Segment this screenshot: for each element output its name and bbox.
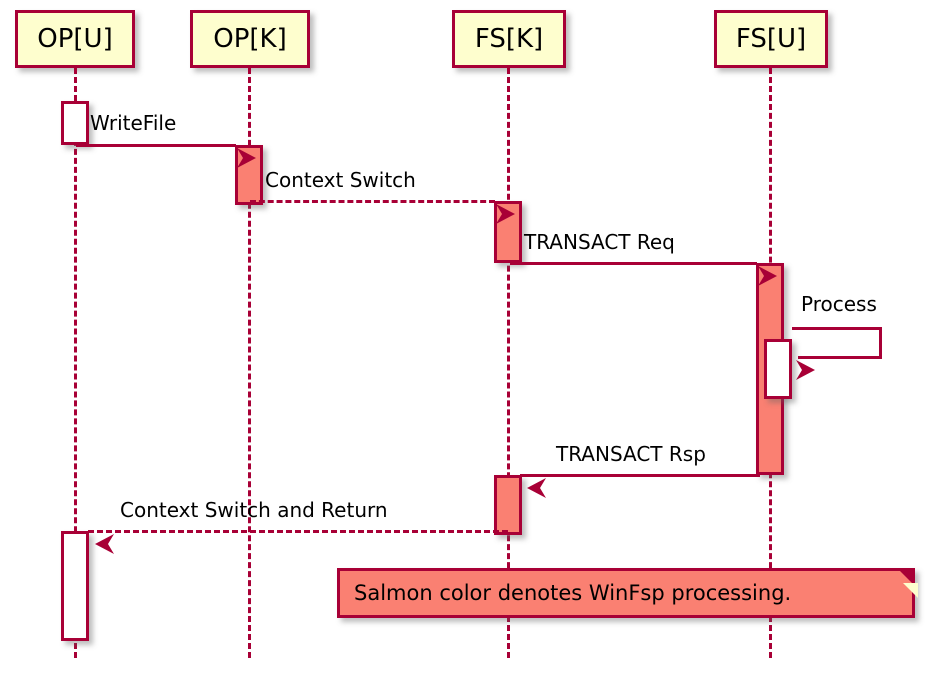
note-text: Salmon color denotes WinFsp processing.	[354, 580, 792, 605]
participant-label-fsk: FS[K]	[474, 24, 544, 54]
participant-box-fsk[interactable]: FS[K]	[452, 10, 566, 68]
participant-box-fsu[interactable]: FS[U]	[714, 10, 828, 68]
message-line-context-switch	[250, 200, 495, 203]
participant-label-fsu: FS[U]	[735, 24, 807, 54]
message-label-transact-req: TRANSACT Req	[524, 230, 675, 254]
message-label-transact-rsp: TRANSACT Rsp	[556, 442, 706, 466]
message-label-writefile: WriteFile	[90, 111, 177, 135]
participant-box-opu[interactable]: OP[U]	[15, 10, 135, 68]
message-line-context-return	[88, 530, 508, 533]
participant-box-opk[interactable]: OP[K]	[190, 10, 310, 68]
message-line-process-side	[879, 327, 882, 359]
message-line-process-bottom	[798, 356, 882, 359]
message-line-transact-rsp	[520, 474, 760, 477]
message-line-transact-req	[510, 262, 757, 265]
lifeline-fsk	[507, 68, 510, 658]
message-label-context-switch: Context Switch	[265, 168, 416, 192]
note-fold-corner-icon	[897, 568, 918, 598]
message-label-process: Process	[801, 292, 877, 316]
activation-bar-opu-writefile	[61, 101, 89, 145]
lifeline-opu	[74, 68, 77, 658]
participant-label-opk: OP[K]	[213, 24, 287, 54]
lifeline-opk	[248, 68, 251, 658]
activation-bar-fsk-response	[494, 475, 522, 535]
activation-bar-opu-return	[61, 531, 89, 641]
message-line-process-top	[792, 327, 882, 330]
participant-label-opu: OP[U]	[37, 24, 113, 54]
message-label-context-return: Context Switch and Return	[120, 498, 388, 522]
activation-bar-fsu-process	[764, 339, 792, 399]
note-salmon-legend: Salmon color denotes WinFsp processing.	[337, 568, 918, 618]
message-line-writefile	[76, 144, 236, 147]
